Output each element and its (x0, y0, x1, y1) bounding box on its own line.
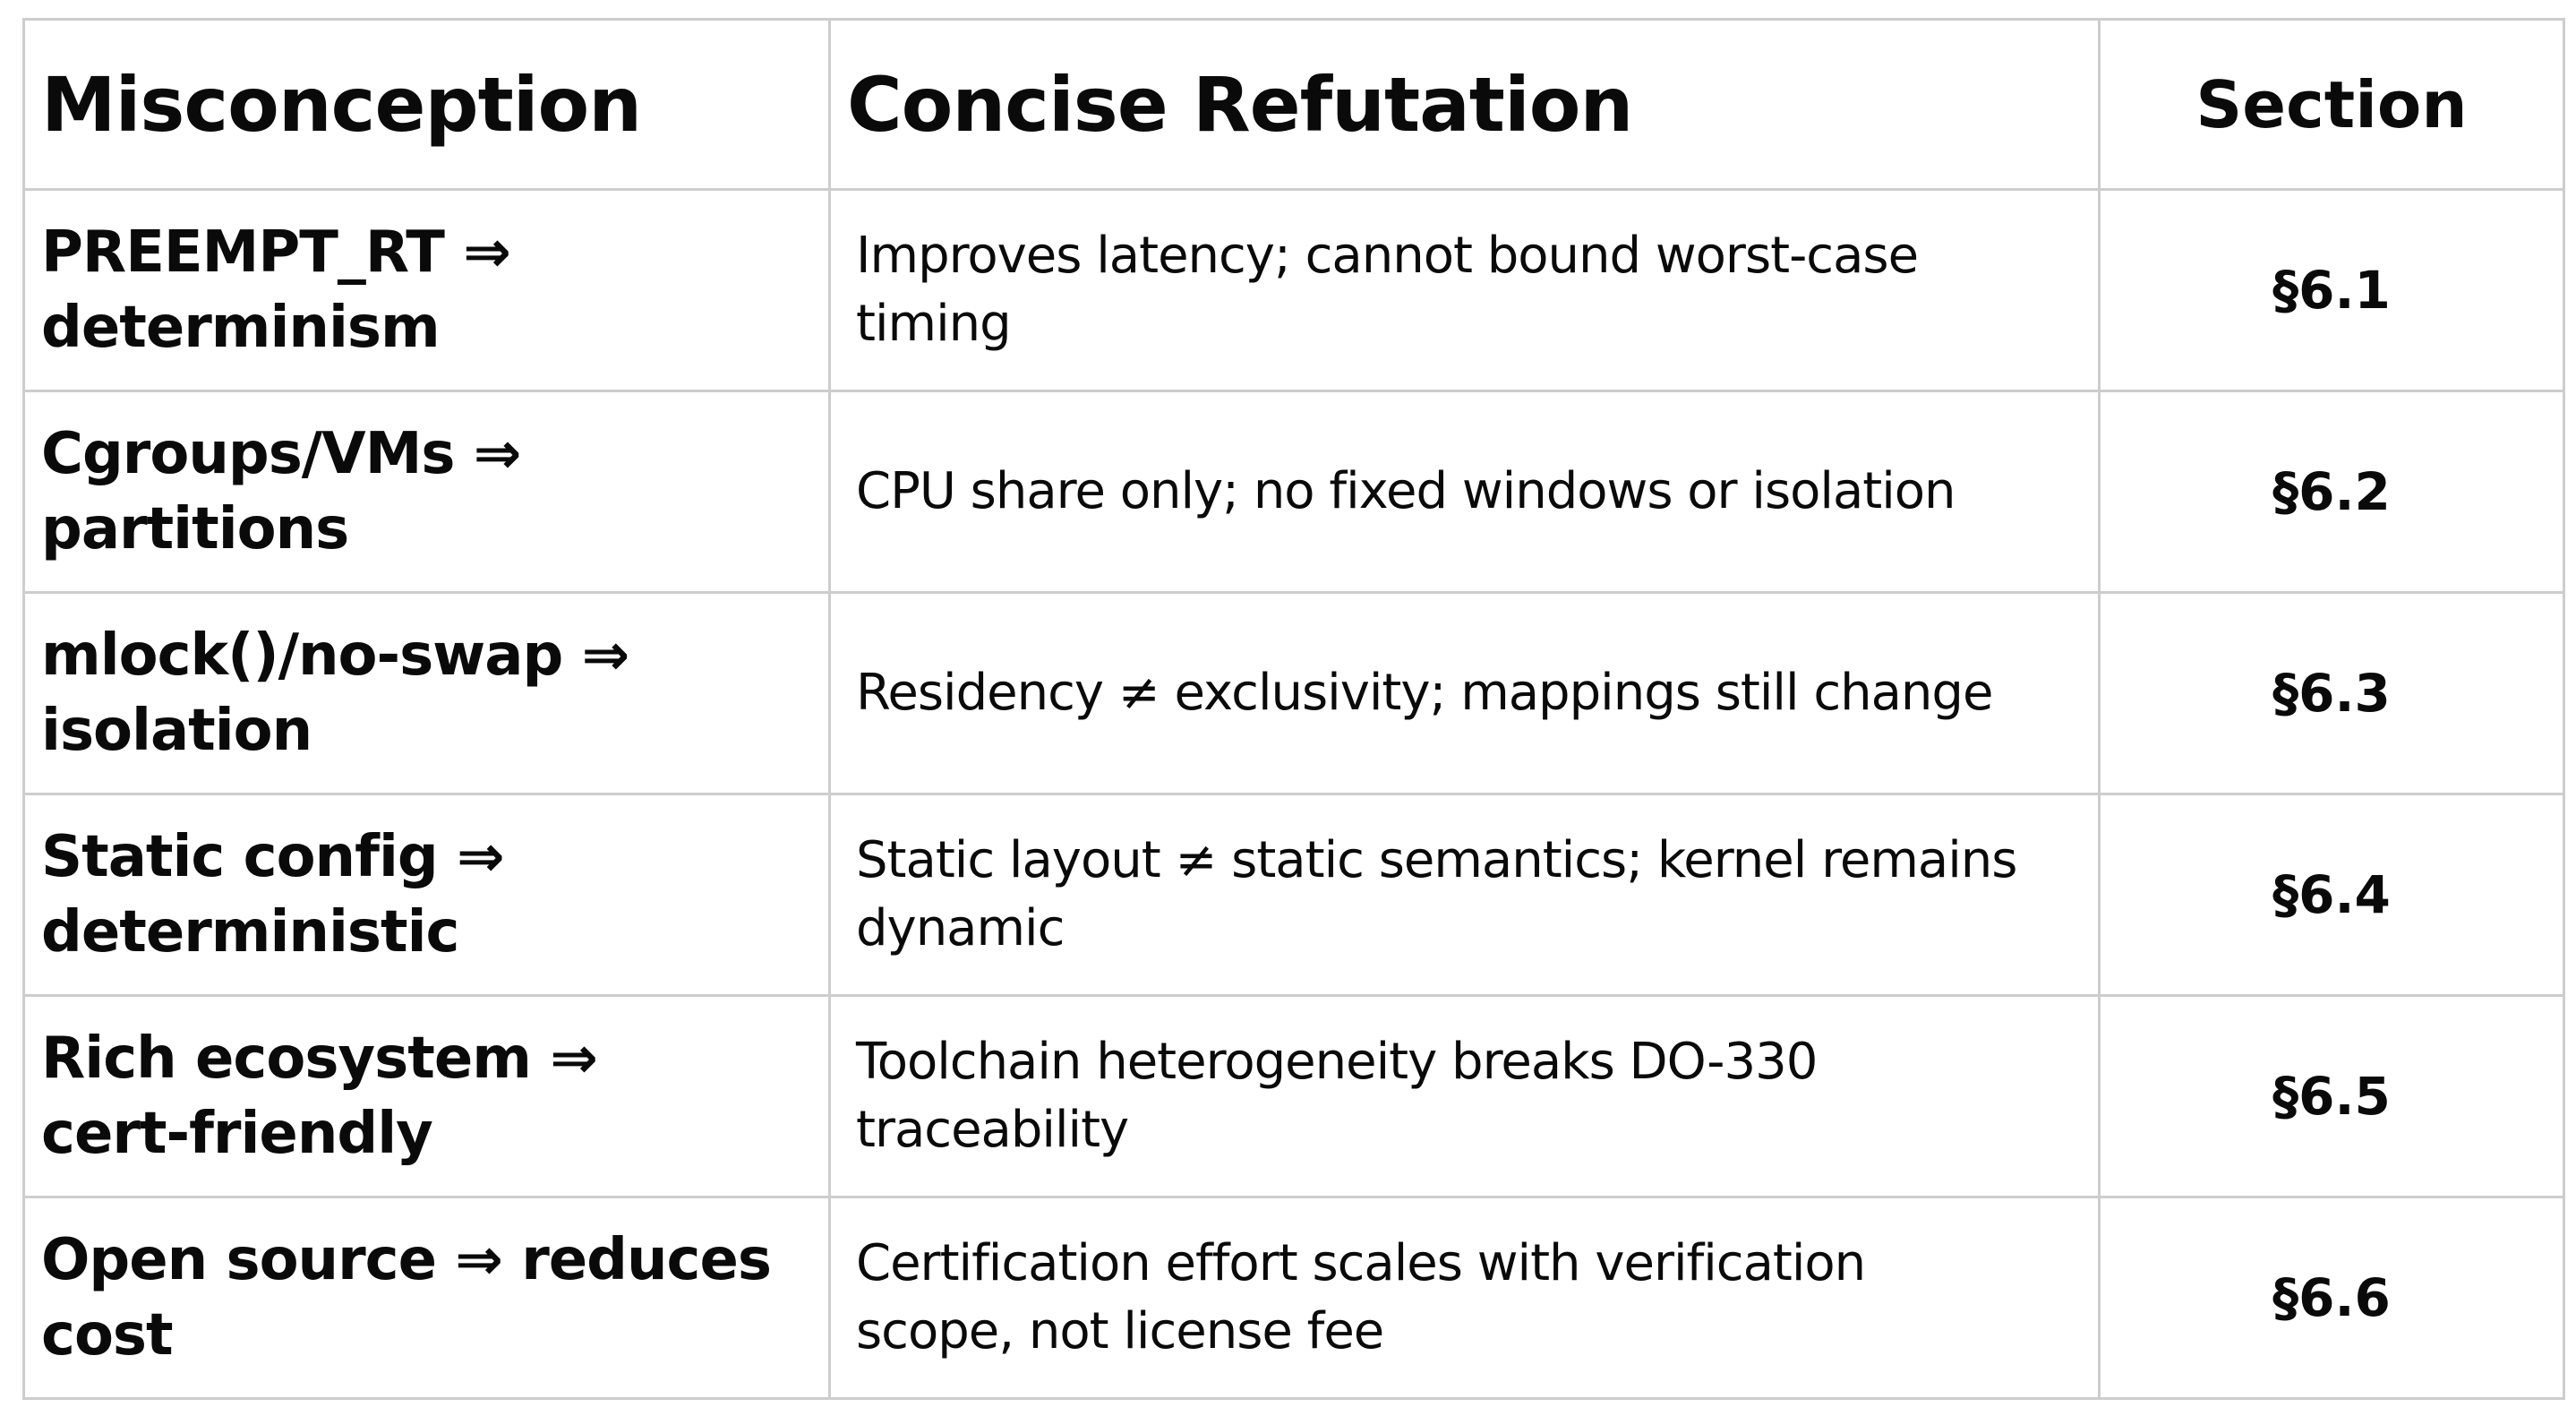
refutation-cell: Static layout ≠ static semantics; kernel… (828, 793, 2101, 997)
section-ref-cell: §6.2 (2098, 390, 2565, 594)
header-section: Section (2098, 18, 2565, 191)
misconception-cell: Static config ⇒ deterministic (22, 793, 831, 997)
misconception-cell: Cgroups/VMs ⇒ partitions (22, 390, 831, 594)
misconception-cell: mlock()/no-swap ⇒ isolation (22, 591, 831, 795)
header-misconception: Misconception (22, 18, 831, 191)
section-ref-cell: §6.3 (2098, 591, 2565, 795)
header-row: Misconception Concise Refutation Section (22, 18, 2565, 191)
refutation-cell: Toolchain heterogeneity breaks DO-330 tr… (828, 994, 2101, 1198)
header-concise-refutation: Concise Refutation (828, 18, 2101, 191)
refutation-cell: Certification effort scales with verific… (828, 1196, 2101, 1400)
misconception-cell: Rich ecosystem ⇒ cert-friendly (22, 994, 831, 1198)
refutation-cell: CPU share only; no fixed windows or isol… (828, 390, 2101, 594)
section-ref-cell: §6.5 (2098, 994, 2565, 1198)
misconception-cell: Open source ⇒ reduces cost (22, 1196, 831, 1400)
refutation-cell: Improves latency; cannot bound worst-cas… (828, 188, 2101, 392)
refutation-cell: Residency ≠ exclusivity; mappings still … (828, 591, 2101, 795)
section-ref-cell: §6.4 (2098, 793, 2565, 997)
section-ref-cell: §6.1 (2098, 188, 2565, 392)
misconceptions-table: Misconception Concise Refutation Section… (22, 18, 2565, 1400)
misconception-cell: PREEMPT_RT ⇒ determinism (22, 188, 831, 392)
section-ref-cell: §6.6 (2098, 1196, 2565, 1400)
